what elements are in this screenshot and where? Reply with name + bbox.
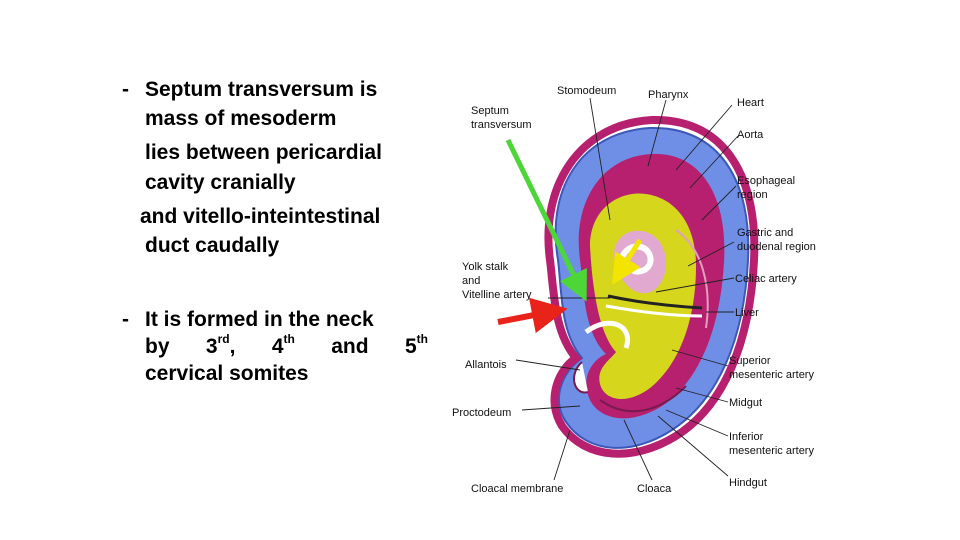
label-pharynx: Pharynx: [648, 89, 689, 101]
embryo-diagram: Stomodeum Pharynx Septum transversum Hea…: [440, 70, 850, 510]
label-celiac-artery: Celiac artery: [735, 273, 797, 285]
leader-lines: [515, 97, 739, 481]
bullet-2-third: 3rd,: [205, 332, 236, 358]
label-midgut: Midgut: [729, 397, 763, 409]
label-allantois: Allantois: [465, 359, 507, 371]
bullet-1-text-1: Septum transversum is: [145, 78, 378, 101]
label-cloaca: Cloaca: [637, 483, 672, 495]
label-cloacal-membrane: Cloacal membrane: [471, 483, 564, 495]
bullet-1-line-2: mass of mesoderm: [145, 107, 337, 130]
label-gastric-duodenal-region: Gastric and duodenal region: [737, 227, 816, 253]
label-esophageal-region: Esophageal region: [737, 175, 796, 201]
bullet-2-by: by: [145, 335, 170, 358]
embryo-hindgut-line: [599, 385, 687, 413]
label-proctodeum: Proctodeum: [452, 407, 512, 419]
bullet-1-line-5: and vitello-inteintestinal: [140, 205, 381, 228]
green-arrow: [505, 138, 587, 302]
yellow-arrow: [612, 238, 643, 285]
label-superior-mesenteric-artery: Superior mesenteric artery: [729, 355, 814, 381]
label-septum-transversum: Septum transversum: [471, 105, 532, 131]
embryo-magenta-band: [544, 115, 759, 458]
bullet-2-line-3: cervical somites: [145, 362, 309, 385]
label-heart: Heart: [737, 97, 764, 109]
bullet-2-and: and: [331, 335, 369, 358]
label-yolk-stalk: Yolk stalk and Vitelline artery: [462, 261, 532, 301]
bullet-2-line-2: by 3rd, 4th and 5th: [145, 331, 428, 362]
bullet-2-line-1: - It is formed in the neck: [122, 304, 374, 335]
bullet-1-line-6: duct caudally: [145, 234, 280, 257]
label-liver: Liver: [735, 307, 759, 319]
bullet-2-fourth: 4th: [271, 332, 295, 358]
embryo-lower-cavity: [584, 320, 631, 349]
bullet-2-text-1: It is formed in the neck: [145, 308, 374, 331]
bullet-1-line-3: lies between pericardial: [145, 141, 382, 164]
label-aorta: Aorta: [737, 129, 764, 141]
label-hindgut: Hindgut: [729, 477, 767, 489]
embryo-aorta-line: [675, 229, 709, 329]
bullet-2-fifth: 5th: [404, 332, 428, 358]
embryo-illustration: [497, 97, 759, 481]
bullet-1-line-1: - Septum transversum is: [122, 74, 377, 105]
embryo-gut-tube: [607, 294, 703, 310]
label-inferior-mesenteric-artery: Inferior mesenteric artery: [729, 431, 814, 457]
bullet-1-line-4: cavity cranially: [145, 171, 296, 194]
bullet-2-dash: -: [122, 308, 129, 331]
bullet-1-dash: -: [122, 78, 129, 101]
label-stomodeum: Stomodeum: [557, 85, 617, 97]
red-arrow: [497, 297, 568, 334]
